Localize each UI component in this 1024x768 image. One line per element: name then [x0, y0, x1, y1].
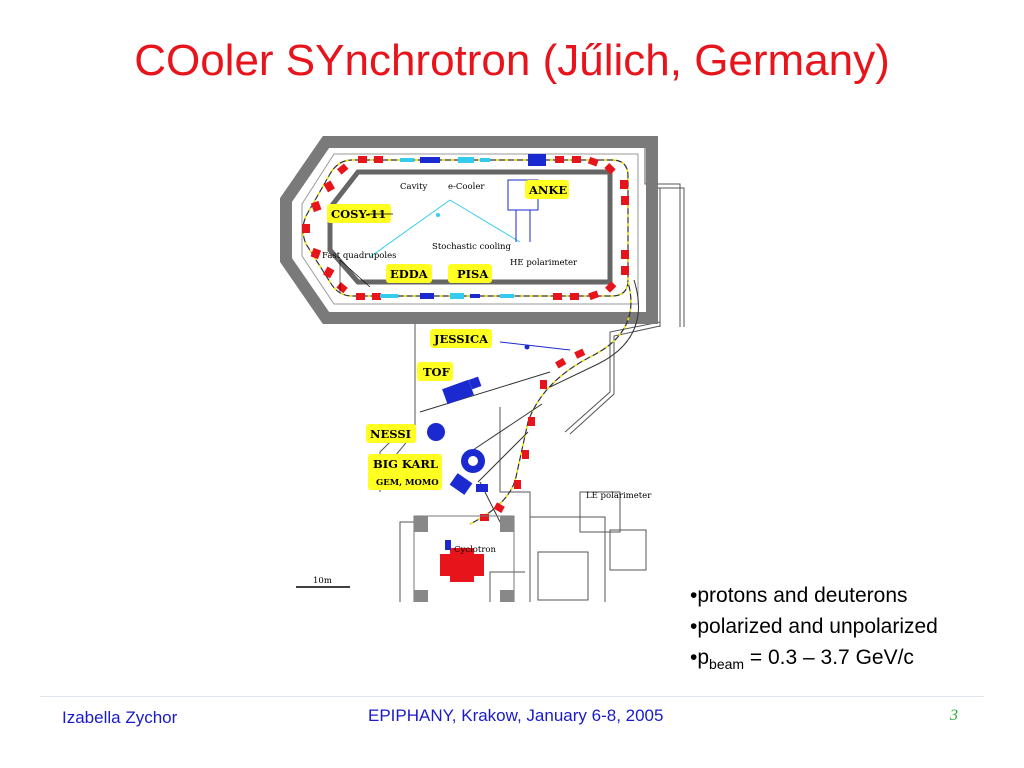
label-bigkarl: BIG KARL GEM, MOMO	[368, 454, 442, 490]
label-edda-text: EDDA	[390, 267, 429, 281]
slide-title: COoler SYnchrotron (Jűlich, Germany)	[134, 36, 890, 85]
bullet-3-prefix: •p	[690, 646, 710, 669]
label-pisa-text: PISA	[457, 267, 489, 281]
label-pisa: PISA	[448, 264, 492, 283]
label-gemmomo-text: GEM, MOMO	[376, 478, 439, 488]
dipole-magnets	[302, 156, 629, 301]
label-scale: 10m	[313, 576, 332, 586]
label-nessi-text: NESSI	[370, 427, 411, 441]
label-cavity: Cavity	[400, 182, 428, 192]
bullet-list: •protons and deuterons •polarized and un…	[690, 580, 938, 680]
footer-divider	[40, 696, 984, 697]
footer-author: Izabella Zychor	[62, 708, 178, 727]
label-cosy11: COSY-11	[327, 204, 391, 223]
label-bigkarl-text: BIG KARL	[373, 457, 438, 471]
bullet-3-subscript: beam	[709, 656, 745, 673]
label-anke-text: ANKE	[528, 183, 567, 197]
label-stochastic-cooling: Stochastic cooling	[432, 242, 512, 252]
cosy-facility-diagram: ANKE COSY-11 EDDA PISA JESSICA TOF NESSI	[280, 136, 685, 602]
label-ecooler: e-Cooler	[448, 182, 485, 192]
bullet-3-suffix: = 0.3 – 3.7 GeV/c	[744, 646, 914, 669]
bullet-1: •protons and deuterons	[690, 584, 908, 607]
straight-section-elements	[380, 154, 546, 299]
label-nessi: NESSI	[366, 424, 416, 443]
label-jessica-text: JESSICA	[433, 332, 489, 346]
label-fast-quadrupoles: Fast quadrupoles	[322, 251, 397, 261]
annotations: Cavity e-Cooler Stochastic cooling Fast …	[313, 182, 652, 586]
label-anke: ANKE	[525, 180, 569, 199]
bullet-2: •polarized and unpolarized	[690, 615, 938, 638]
extraction-beamline	[419, 279, 639, 525]
label-tof-text: TOF	[423, 365, 451, 379]
footer-conference: EPIPHANY, Krakow, January 6-8, 2005	[368, 706, 664, 725]
label-edda: EDDA	[386, 264, 432, 283]
detector-labels: ANKE COSY-11 EDDA PISA JESSICA TOF NESSI	[327, 180, 569, 490]
label-he-polarimeter: HE polarimeter	[510, 258, 578, 268]
footer-page-number: 3	[950, 707, 958, 724]
detector-shapes	[427, 344, 530, 495]
label-tof: TOF	[417, 362, 453, 381]
beamline-magnets	[480, 348, 586, 521]
bullet-3: •pbeam = 0.3 – 3.7 GeV/c	[690, 642, 938, 680]
label-jessica: JESSICA	[430, 329, 492, 348]
label-le-polarimeter: LE polarimeter	[586, 491, 652, 501]
beam-ring	[302, 159, 629, 297]
cyclotron	[413, 515, 515, 602]
label-cosy11-text: COSY-11	[331, 207, 386, 221]
label-cyclotron: Cyclotron	[454, 545, 496, 555]
